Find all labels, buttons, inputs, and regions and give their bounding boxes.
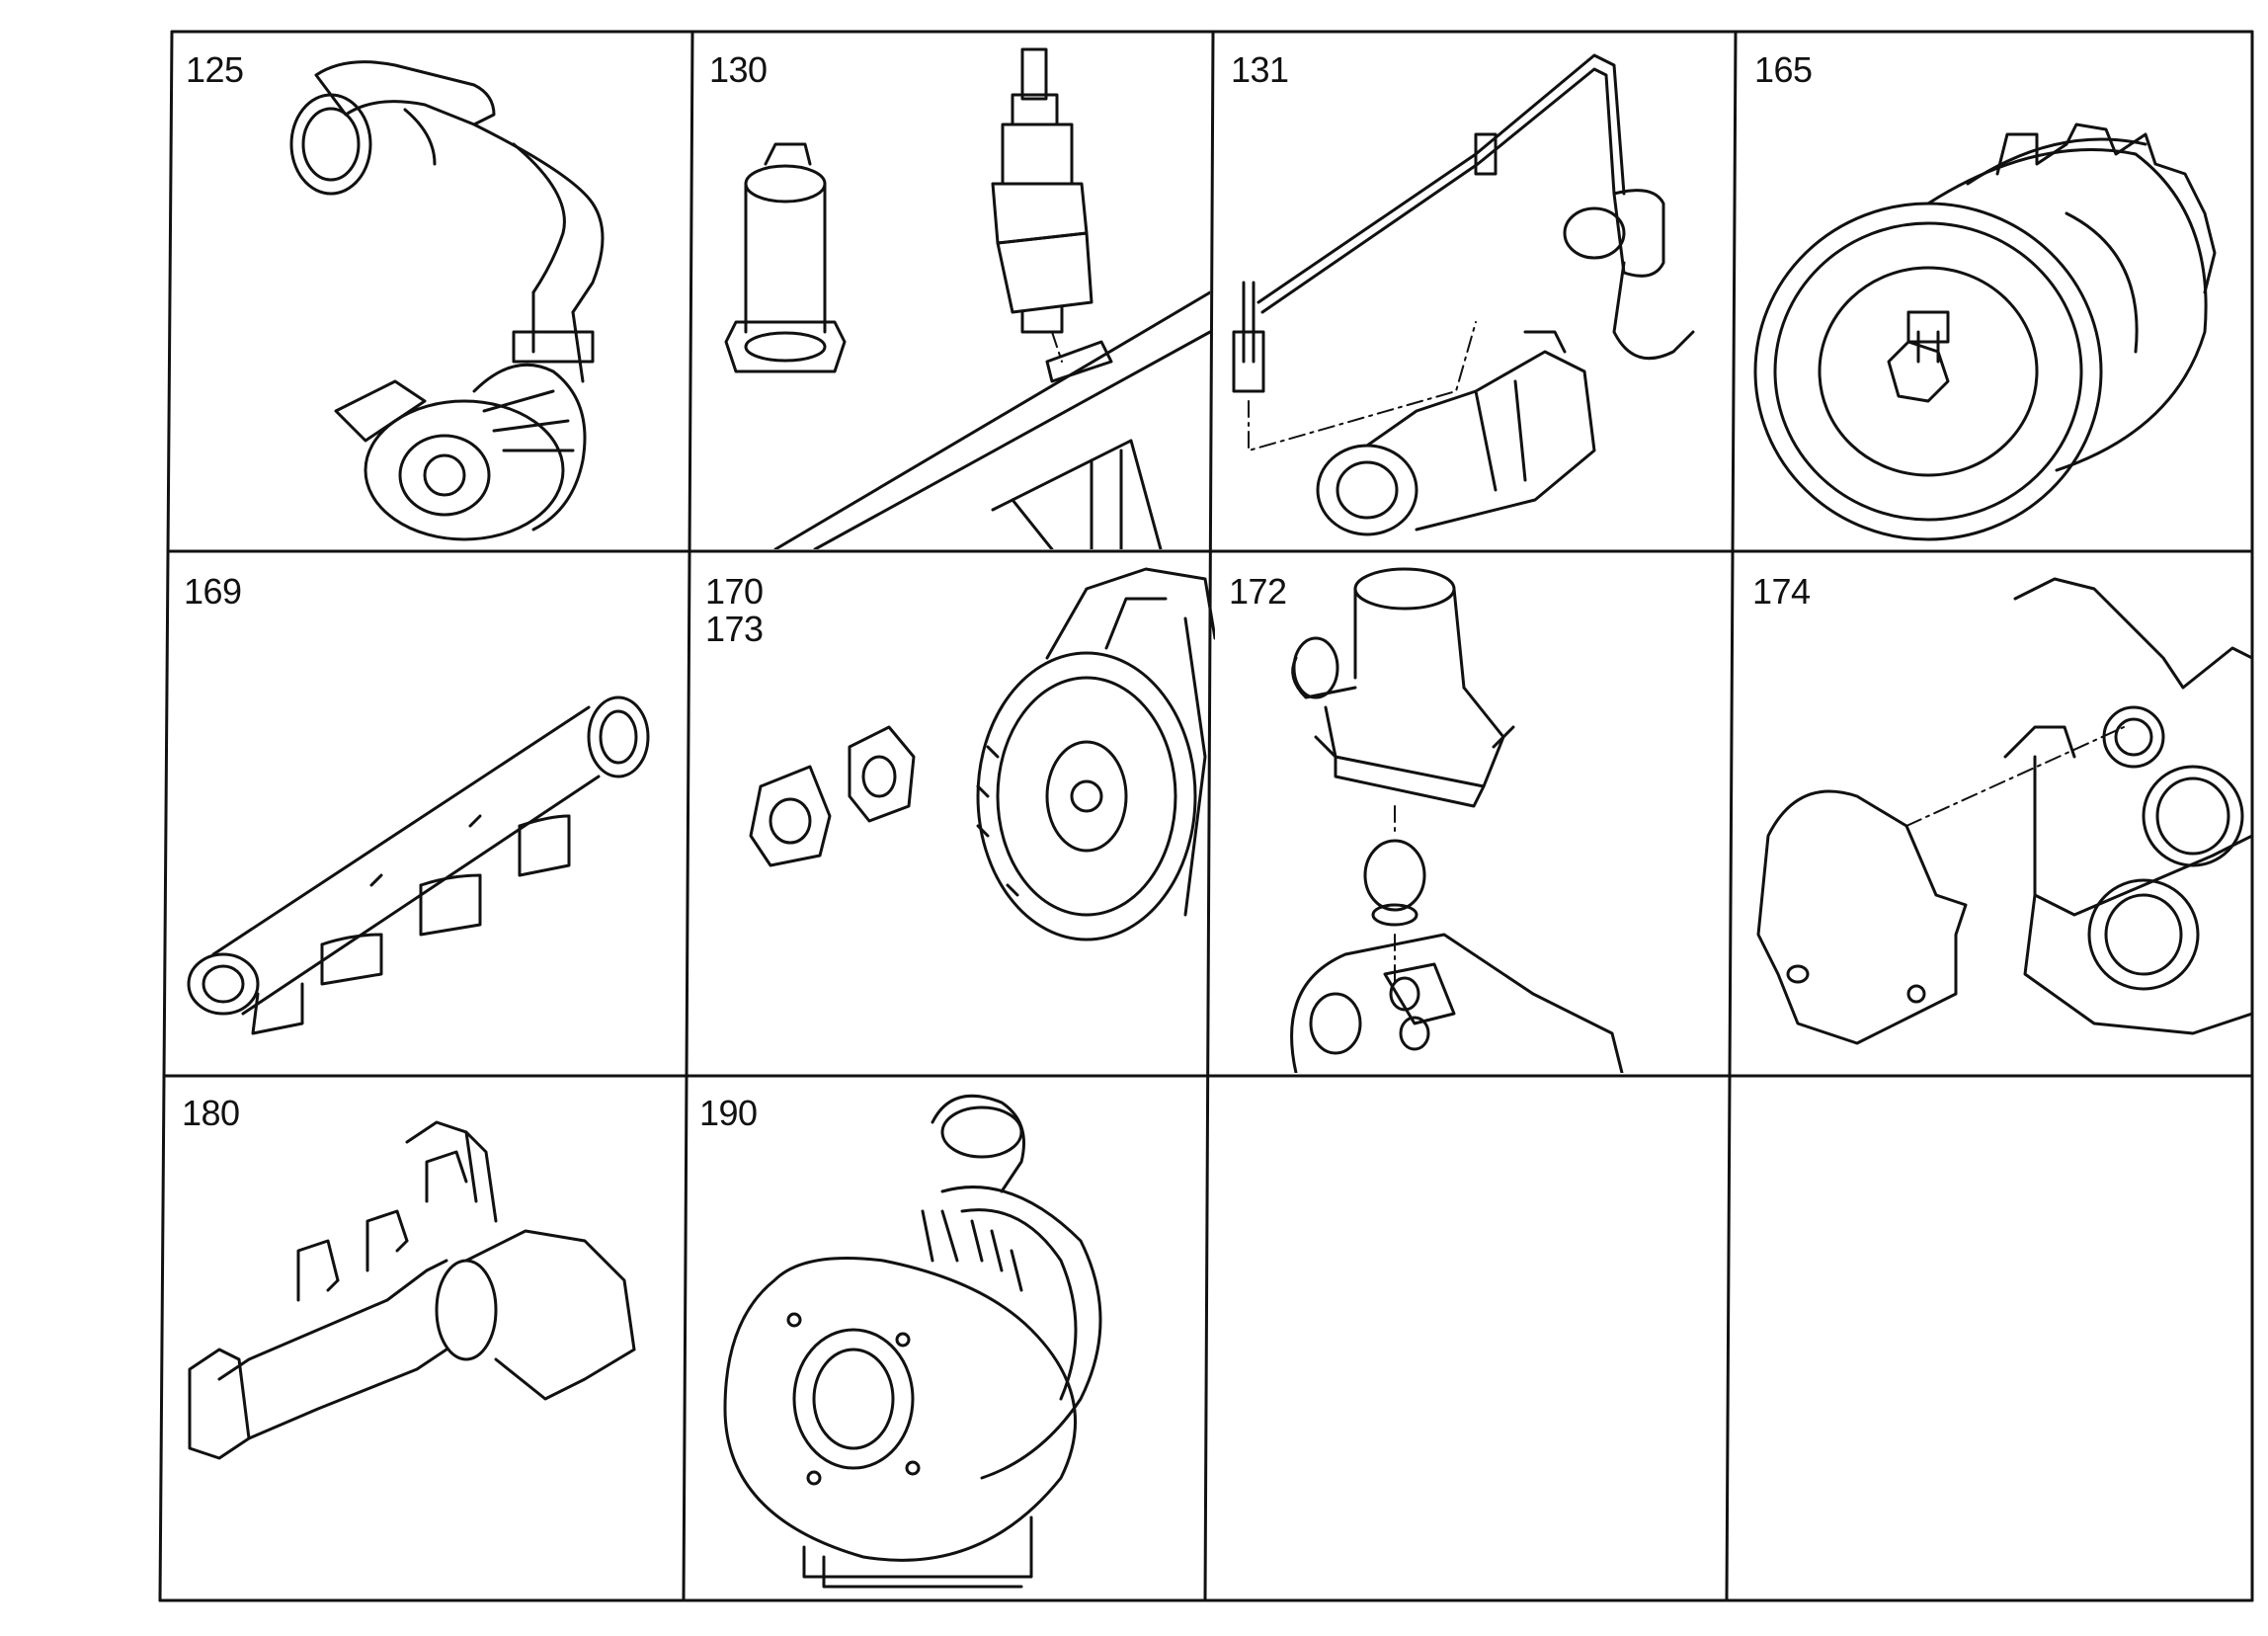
timing-cover-icon xyxy=(1756,577,2252,1045)
exhaust-manifold-icon xyxy=(188,1120,636,1460)
cell-174-label: 174 xyxy=(1752,573,1811,611)
cell-125-label: 125 xyxy=(186,51,244,89)
sensor-and-spark-plug-icon xyxy=(724,47,1210,549)
empty-cell xyxy=(1209,1079,1723,1596)
intake-manifold-icon xyxy=(187,695,650,1035)
cell-180-label: 180 xyxy=(182,1095,240,1132)
cell-165-label: 165 xyxy=(1754,51,1813,89)
part-number: 130 xyxy=(709,49,768,90)
part-number: 170 xyxy=(705,571,764,612)
cell-131-label: 131 xyxy=(1231,51,1289,89)
part-number: 173 xyxy=(705,609,764,649)
fuel-line-valve-icon xyxy=(1232,53,1695,536)
empty-cell xyxy=(1731,1079,2248,1596)
thermostat-housing-icon xyxy=(1290,567,1624,1073)
part-number: 190 xyxy=(699,1093,758,1133)
cell-170-label: 170 173 xyxy=(705,573,764,648)
part-number: 125 xyxy=(186,49,244,90)
turbocharger-icon xyxy=(723,1094,1102,1589)
part-number: 131 xyxy=(1231,49,1289,90)
part-number: 180 xyxy=(182,1093,240,1133)
part-number: 169 xyxy=(184,571,242,612)
cell-130-label: 130 xyxy=(709,51,768,89)
part-number: 172 xyxy=(1229,571,1287,612)
cell-190-label: 190 xyxy=(699,1095,758,1132)
coolant-hose-pump-icon xyxy=(289,60,605,541)
fan-clutch-icon xyxy=(1753,123,2217,541)
cell-172-label: 172 xyxy=(1229,573,1287,611)
part-number: 165 xyxy=(1754,49,1813,90)
part-number: 174 xyxy=(1752,571,1811,612)
gaskets-and-flywheel-icon xyxy=(749,567,1215,941)
cell-169-label: 169 xyxy=(184,573,242,611)
